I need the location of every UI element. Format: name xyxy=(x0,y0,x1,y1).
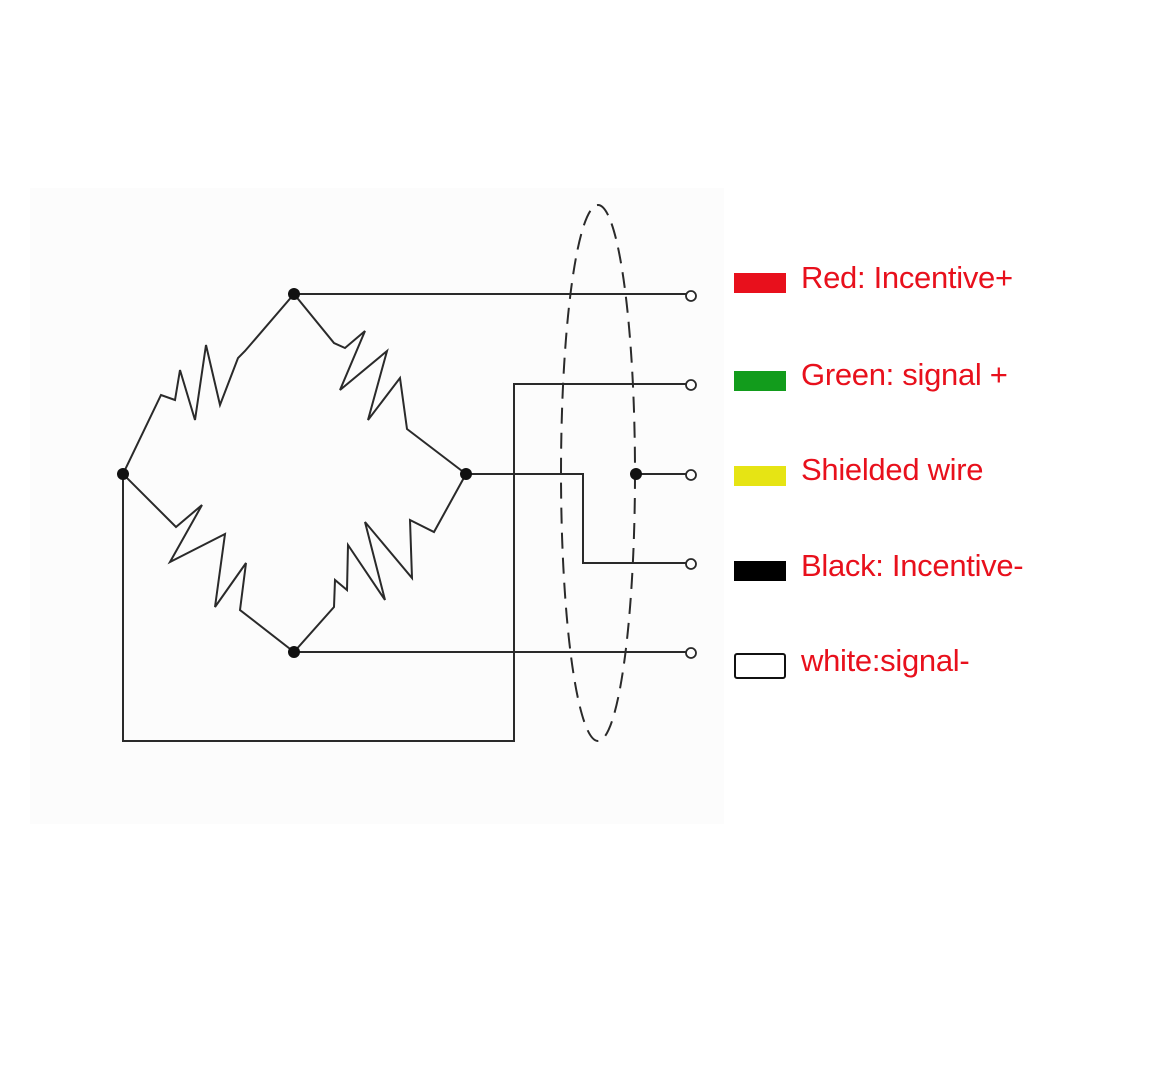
wire-green-signal-plus xyxy=(122,383,686,742)
resistor-top-left xyxy=(122,293,295,475)
yellow-wire-swatch xyxy=(734,466,786,486)
legend-item-black: Black: Incentive- xyxy=(734,546,1024,586)
legend-label-black: Black: Incentive- xyxy=(801,548,1024,583)
black-wire-swatch xyxy=(734,561,786,581)
terminal-black xyxy=(685,558,697,570)
legend-item-red: Red: Incentive+ xyxy=(734,258,1013,298)
resistor-bottom-left xyxy=(122,473,295,653)
junction-dot xyxy=(460,468,472,480)
white-wire-swatch xyxy=(734,653,786,679)
legend-label-green: Green: signal + xyxy=(801,357,1008,392)
legend-label-white: white:signal- xyxy=(801,643,970,678)
legend-item-shield: Shielded wire xyxy=(734,450,984,490)
legend-label-red: Red: Incentive+ xyxy=(801,260,1013,295)
junction-dot xyxy=(288,288,300,300)
legend-item-white: white:signal- xyxy=(734,641,970,681)
terminal-shield xyxy=(685,469,697,481)
resistor-top-right xyxy=(293,293,467,475)
green-wire-swatch xyxy=(734,371,786,391)
resistor-bottom-right xyxy=(293,473,467,653)
junction-dot xyxy=(117,468,129,480)
wire-black-incentive-minus xyxy=(466,473,686,564)
legend-item-green: Green: signal + xyxy=(734,355,1008,395)
terminal-red xyxy=(685,290,697,302)
junction-dot xyxy=(288,646,300,658)
red-wire-swatch xyxy=(734,273,786,293)
terminal-green xyxy=(685,379,697,391)
junction-dot xyxy=(630,468,642,480)
legend-label-shield: Shielded wire xyxy=(801,452,984,487)
terminal-white xyxy=(685,647,697,659)
